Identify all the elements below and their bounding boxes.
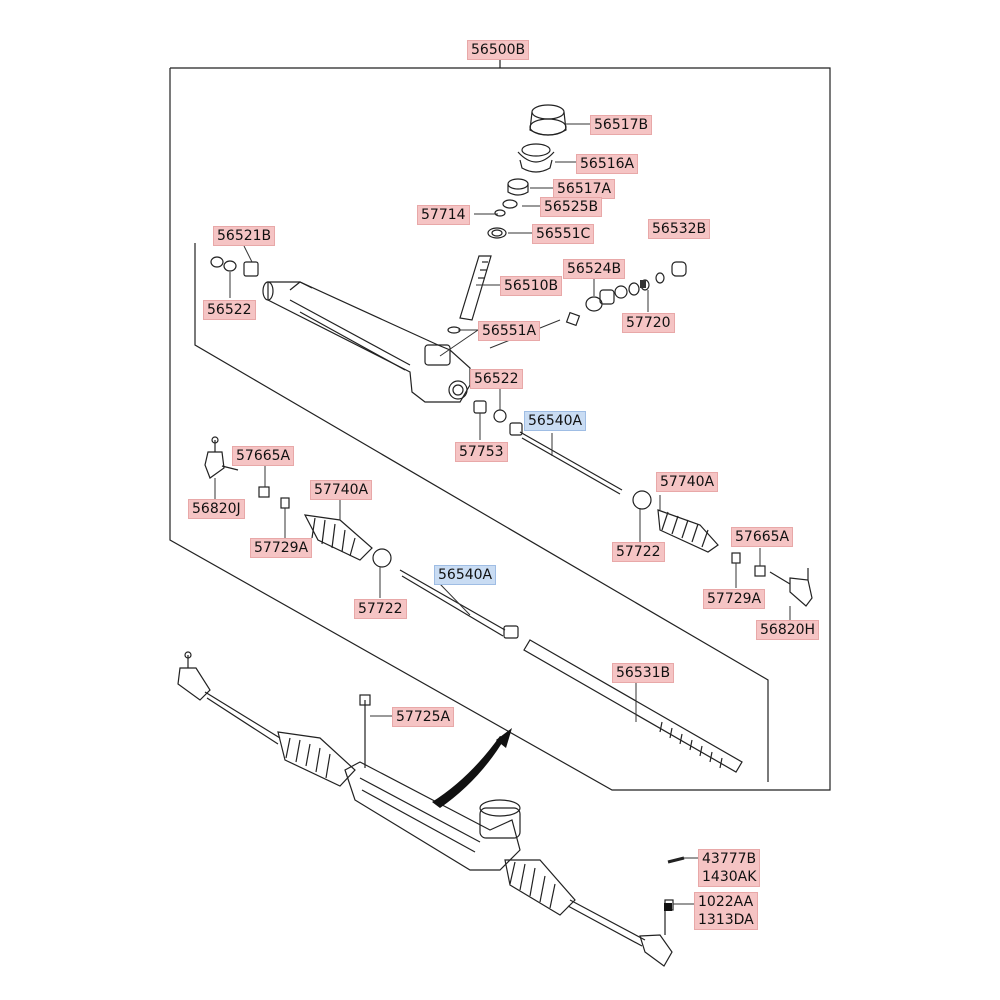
part-label-43777B: 43777B xyxy=(702,851,757,867)
explode-arrow xyxy=(432,736,505,808)
subassembly-frame xyxy=(194,243,769,782)
part-label-56525B[interactable]: 56525B xyxy=(540,197,603,217)
part-label-56820J[interactable]: 56820J xyxy=(188,499,245,519)
part-label-56820H[interactable]: 56820H xyxy=(756,620,820,640)
inner-tie-rod-upper xyxy=(509,422,623,495)
leader-lines xyxy=(214,123,791,905)
part-label-1022AA: 1022AA xyxy=(698,894,754,910)
part-label-57740A-left[interactable]: 57740A xyxy=(310,480,373,500)
rack-bar xyxy=(523,639,743,773)
part-label-57665A-left[interactable]: 57665A xyxy=(232,446,295,466)
part-label-1022AA-1313DA[interactable]: 1022AA 1313DA xyxy=(694,892,758,930)
part-label-1313DA: 1313DA xyxy=(698,912,754,928)
part-label-56522-lower[interactable]: 56522 xyxy=(470,369,523,389)
part-label-56531B[interactable]: 56531B xyxy=(612,663,675,683)
steering-gear-assembly xyxy=(177,651,674,967)
part-label-56517B[interactable]: 56517B xyxy=(590,115,653,135)
part-label-56522-upper[interactable]: 56522 xyxy=(203,300,256,320)
part-label-56551C[interactable]: 56551C xyxy=(532,224,595,244)
part-label-56516A[interactable]: 56516A xyxy=(576,154,639,174)
part-label-57729A-left[interactable]: 57729A xyxy=(250,538,313,558)
part-label-57722-left[interactable]: 57722 xyxy=(354,599,407,619)
part-label-57665A-right[interactable]: 57665A xyxy=(731,527,794,547)
part-label-56524B[interactable]: 56524B xyxy=(563,259,626,279)
part-label-57729A-right[interactable]: 57729A xyxy=(703,589,766,609)
corner-text xyxy=(165,20,173,40)
part-label-57753[interactable]: 57753 xyxy=(455,442,508,462)
tie-rod-end-left xyxy=(204,436,239,479)
part-label-56521B[interactable]: 56521B xyxy=(213,226,276,246)
rack-housing xyxy=(262,281,471,403)
boot-left xyxy=(303,514,392,568)
part-label-1430AK: 1430AK xyxy=(702,869,757,885)
part-label-56500B[interactable]: 56500B xyxy=(467,40,530,60)
part-label-57740A-right[interactable]: 57740A xyxy=(656,472,719,492)
tie-rod-end-right xyxy=(769,568,813,607)
part-label-56540A-upper[interactable]: 56540A xyxy=(524,411,587,431)
upper-bearing-stack xyxy=(487,104,567,239)
part-label-56540A-lower[interactable]: 56540A xyxy=(434,565,497,585)
part-label-56517A[interactable]: 56517A xyxy=(553,179,616,199)
part-label-57720[interactable]: 57720 xyxy=(622,313,675,333)
part-label-57714[interactable]: 57714 xyxy=(417,205,470,225)
inner-tie-rod-lower xyxy=(399,569,519,639)
boot-right xyxy=(632,490,719,553)
part-label-56551A[interactable]: 56551A xyxy=(478,321,541,341)
assembly-frame xyxy=(169,67,831,791)
part-label-56532B[interactable]: 56532B xyxy=(648,219,711,239)
part-label-43777B-1430AK[interactable]: 43777B 1430AK xyxy=(698,849,761,887)
part-label-57725A[interactable]: 57725A xyxy=(392,707,455,727)
part-label-56510B[interactable]: 56510B xyxy=(500,276,563,296)
part-label-57722-right[interactable]: 57722 xyxy=(612,542,665,562)
